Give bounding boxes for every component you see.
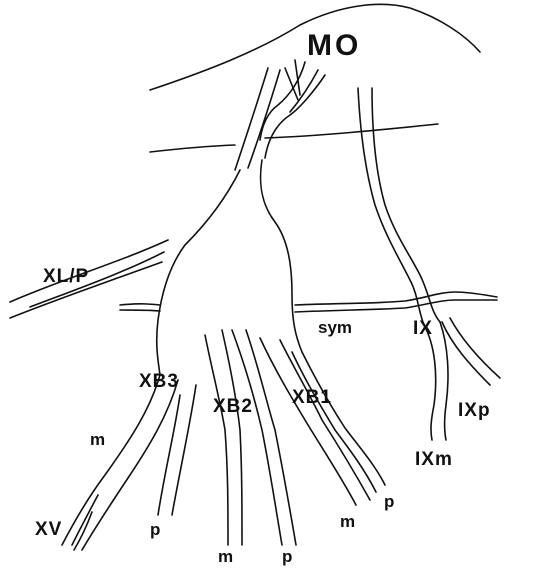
root-left-2	[248, 70, 280, 168]
ix-p-branch-left	[442, 322, 490, 385]
label-xb3-m: m	[90, 430, 105, 449]
xb3-p-branch-left	[158, 395, 180, 515]
vagal-trunk-left-edge	[157, 170, 240, 375]
transverse-line-left	[150, 145, 235, 152]
xb2-p-branch-right	[246, 330, 296, 545]
label-mo: MO	[307, 29, 361, 62]
vagal-trunk-right-edge	[261, 160, 302, 352]
label-ix: IX	[413, 318, 433, 339]
ix-m-branch-right	[440, 322, 448, 440]
sym-trunk-upper	[120, 292, 497, 305]
label-xb2: XB2	[213, 396, 253, 417]
xb3-m-branch-right	[82, 380, 178, 550]
xb2-p-branch-left	[232, 330, 282, 545]
ix-nerve-left	[358, 88, 424, 325]
root-left-1	[235, 68, 268, 170]
label-xlp: XL/P	[43, 266, 89, 287]
label-xb3: XB3	[139, 371, 179, 392]
label-ixp: IXp	[458, 400, 491, 421]
sym-trunk-lower	[120, 300, 497, 312]
xb1-p-branch-left	[292, 352, 376, 492]
label-xb1: XB1	[292, 387, 332, 408]
label-xv: XV	[35, 519, 62, 540]
xb2-m-branch-left	[205, 335, 228, 545]
label-xb2-m: m	[218, 547, 233, 566]
xb1-m-branch-right	[280, 340, 370, 500]
label-ixm: IXm	[415, 449, 453, 470]
xb3-p-branch-right	[172, 385, 196, 515]
label-sym: sym	[318, 318, 352, 337]
label-xb3-p: p	[150, 520, 160, 539]
xb3-m-branch-left	[62, 375, 160, 545]
label-xb2-p: p	[282, 547, 292, 566]
label-xb1-p: p	[384, 492, 394, 511]
label-xb1-m: m	[340, 512, 355, 531]
xb1-p-branch-right	[302, 352, 385, 485]
ix-nerve-right	[372, 88, 440, 322]
transverse-line-upper	[265, 124, 438, 138]
ix-m-branch-left	[424, 325, 436, 440]
